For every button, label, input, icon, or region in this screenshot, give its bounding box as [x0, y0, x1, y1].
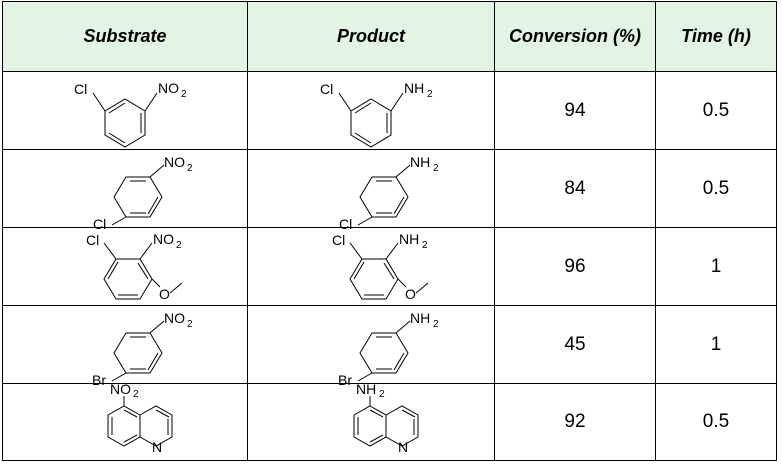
time-cell: 0.5: [655, 149, 777, 228]
substrate-cell: NO 2 Br: [2, 305, 248, 388]
conversion-cell: 96: [494, 227, 656, 306]
conversion-cell: 45: [494, 305, 656, 384]
table-row: NO 2 N NH 2 N: [2, 381, 777, 461]
label-no: NO: [153, 231, 174, 247]
structure-4-chloronitrobenzene: NO 2 Cl: [93, 154, 193, 232]
label-no: NO: [110, 381, 131, 397]
label-subscript: 2: [433, 163, 439, 174]
product-cell: Cl NH 2: [247, 71, 495, 150]
conversion-cell: 92: [494, 383, 656, 461]
label-nh: NH: [356, 381, 376, 397]
label-subscript: 2: [379, 389, 385, 400]
label-subscript: 2: [433, 319, 439, 330]
label-subscript: 2: [133, 389, 139, 400]
label-nh: NH: [410, 310, 430, 326]
label-o: O: [159, 286, 170, 302]
structure-5-nitroquinoline: NO 2 N: [107, 381, 173, 455]
label-nh: NH: [399, 231, 419, 247]
time-cell: 0.5: [655, 71, 777, 150]
label-no: NO: [164, 154, 185, 170]
header-time: Time (h): [655, 1, 777, 72]
structure-5-chloro-2-methoxyaniline: Cl NH 2 O: [332, 231, 429, 302]
header-conversion: Conversion (%): [494, 1, 656, 72]
structure-4-bromoaniline: NH 2 Br: [338, 310, 439, 388]
time-cell: 1: [655, 305, 777, 384]
table-row: NO 2 Cl NH 2 Cl 84 0.5: [2, 149, 777, 232]
table-row: Cl NO 2 Cl NH 2 94 0.5: [2, 71, 777, 150]
label-cl: Cl: [339, 216, 352, 232]
substrate-cell: Cl NO 2: [2, 71, 248, 150]
label-subscript: 2: [176, 240, 182, 251]
structure-4-chloroaniline: NH 2 Cl: [339, 154, 439, 232]
structure-4-chloro-2-nitroanisole: Cl NO 2 O: [86, 231, 183, 302]
time-cell: 0.5: [655, 383, 777, 461]
substrate-cell: NO 2 N: [2, 381, 248, 461]
structure-3-chloroaniline: Cl NH 2: [320, 80, 433, 148]
label-cl: Cl: [320, 81, 333, 97]
product-cell: Cl NH 2 O: [247, 227, 495, 306]
conversion-cell: 94: [494, 71, 656, 150]
label-subscript: 2: [422, 240, 428, 251]
label-n: N: [398, 439, 408, 455]
label-nh: NH: [404, 80, 424, 96]
label-cl: Cl: [74, 81, 87, 97]
substrate-cell: Cl NO 2 O: [2, 227, 248, 306]
label-cl: Cl: [332, 232, 345, 248]
table-row: Cl NO 2 O Cl NH 2: [2, 227, 777, 306]
structure-3-chloronitrobenzene: Cl NO 2: [74, 80, 187, 148]
product-cell: NH 2 Br: [247, 305, 495, 388]
header-product: Product: [247, 1, 495, 72]
label-o: O: [405, 286, 416, 302]
time-cell: 1: [655, 227, 777, 306]
product-cell: NH 2 N: [247, 381, 495, 461]
label-cl: Cl: [93, 216, 106, 232]
label-br: Br: [92, 372, 106, 388]
label-nh: NH: [410, 154, 430, 170]
label-subscript: 2: [187, 319, 193, 330]
header-substrate: Substrate: [2, 1, 248, 72]
structure-5-aminoquinoline: NH 2 N: [353, 381, 419, 455]
substrate-cell: NO 2 Cl: [2, 149, 248, 232]
structure-4-bromonitrobenzene: NO 2 Br: [92, 310, 193, 388]
label-n: N: [152, 439, 162, 455]
label-subscript: 2: [181, 89, 187, 100]
label-subscript: 2: [427, 89, 433, 100]
product-cell: NH 2 Cl: [247, 149, 495, 232]
header-row: Substrate Product Conversion (%) Time (h…: [2, 1, 777, 72]
label-no: NO: [164, 310, 185, 326]
label-subscript: 2: [187, 163, 193, 174]
table-row: NO 2 Br NH 2 Br 45 1: [2, 305, 777, 388]
results-table: Substrate Product Conversion (%) Time (h…: [2, 1, 777, 461]
label-br: Br: [338, 372, 352, 388]
label-no: NO: [158, 80, 179, 96]
conversion-cell: 84: [494, 149, 656, 228]
label-cl: Cl: [86, 232, 99, 248]
